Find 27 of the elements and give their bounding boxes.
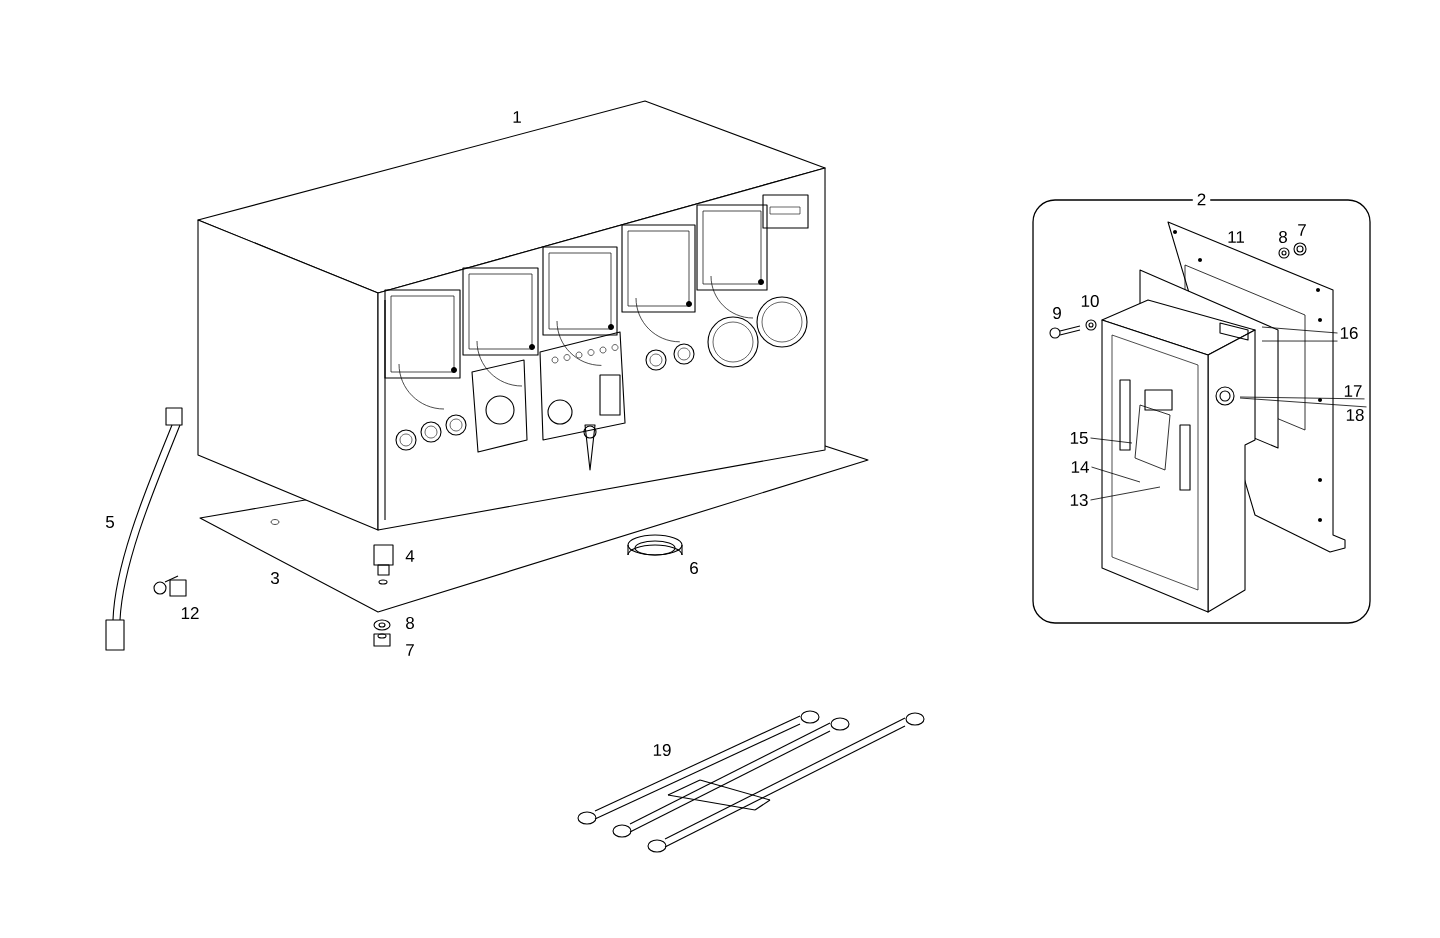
callout-number: 8 [1279, 231, 1287, 244]
callout-number: 18 [1346, 409, 1364, 422]
callout-number: 15 [1070, 432, 1088, 444]
callout-number: 11 [1228, 231, 1244, 243]
callout-number: 9 [1053, 307, 1061, 320]
leader-line [1239, 397, 1367, 408]
callout-number: 16 [1340, 327, 1358, 340]
callout-number: 7 [1298, 224, 1306, 236]
callout-number: 5 [105, 516, 114, 528]
callout-number: 3 [270, 572, 279, 585]
leader-line [1090, 437, 1133, 444]
callout-number: 1 [513, 111, 521, 123]
callout-number: 13 [1070, 494, 1088, 507]
callout-number: 10 [1081, 295, 1099, 308]
callout-number: 12 [181, 607, 199, 619]
callout-number: 7 [406, 644, 414, 656]
callout-number: 6 [690, 562, 698, 575]
callout-number: 17 [1344, 385, 1362, 397]
callout-number: 14 [1071, 461, 1089, 473]
callout-number: 8 [406, 617, 414, 630]
leader-line [1239, 396, 1365, 400]
callout-number: 4 [405, 550, 415, 562]
callout-number: 19 [653, 744, 671, 757]
leader-line [1261, 340, 1338, 342]
leader-line [1090, 486, 1161, 501]
leader-line [1091, 466, 1141, 483]
leader-line [1261, 326, 1338, 334]
